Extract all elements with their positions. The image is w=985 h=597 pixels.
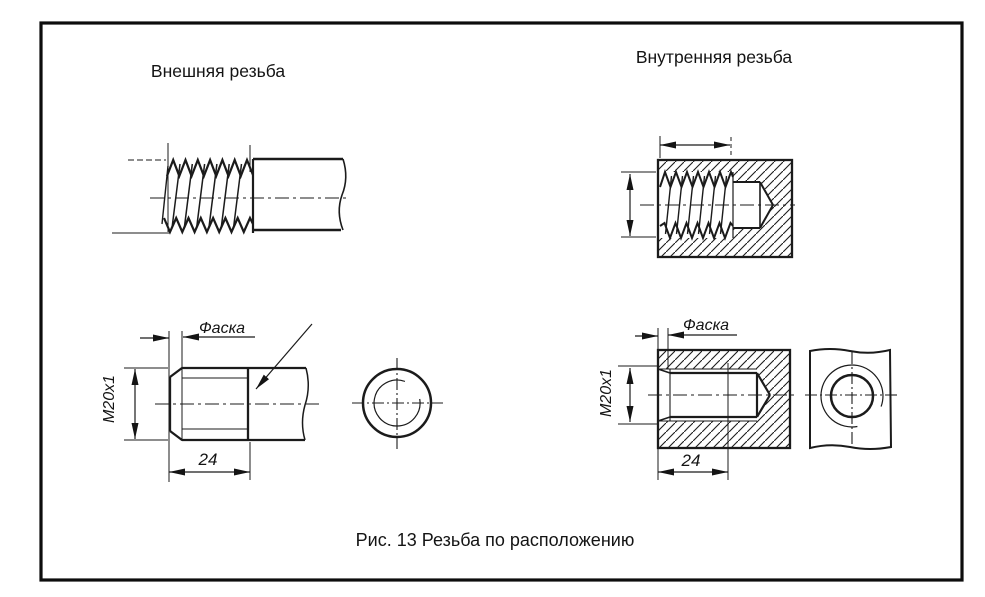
- figure-caption: Рис. 13 Резьба по расположению: [356, 530, 635, 550]
- drawing-internal-thread-section: [621, 136, 795, 259]
- drawing-external-thread-end-view: [352, 358, 443, 449]
- leader-arrow: [255, 323, 313, 390]
- figure-frame: [39, 21, 964, 582]
- drawing-internal-thread-end-view: [805, 348, 897, 450]
- thread-dim-label-external: M20x1: [101, 375, 118, 423]
- drawing-external-thread-side-view: [124, 323, 320, 482]
- drawing-internal-thread-side-section: [618, 328, 795, 480]
- length-dim-label-internal: 24: [681, 451, 701, 470]
- chamfer-dim-label-internal: Фаска: [683, 317, 729, 334]
- thread-dim-label-internal: M20x1: [598, 369, 615, 417]
- internal-thread-title: Внутренняя резьба: [636, 47, 793, 67]
- length-dim-label-external: 24: [198, 450, 218, 469]
- chamfer-dim-label-external: Фаска: [199, 320, 245, 337]
- external-thread-title: Внешняя резьба: [151, 61, 285, 81]
- drawing-external-thread-pictorial: [112, 143, 350, 235]
